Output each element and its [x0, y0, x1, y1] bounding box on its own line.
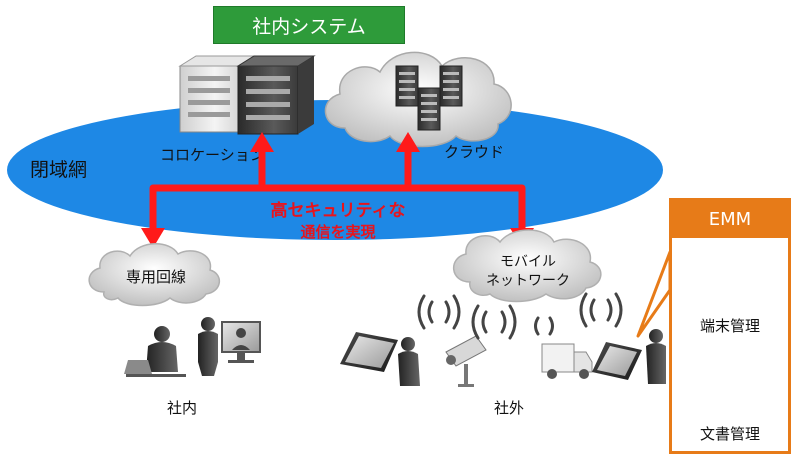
dedicated-line-cloud	[88, 243, 220, 307]
closed-network-ellipse	[7, 100, 663, 240]
office-workers-icon	[124, 317, 261, 377]
cloud-label: クラウド	[444, 143, 504, 161]
cloud-server-icon	[395, 65, 463, 131]
colocation-server-icon	[178, 55, 316, 135]
emm-heading: EMM	[672, 201, 788, 238]
device-management-label: 端末管理	[699, 317, 760, 335]
mobile-network-cloud	[453, 229, 602, 303]
internal-label: 社内	[167, 399, 197, 417]
closed-network-label: 閉域網	[30, 159, 87, 181]
external-devices-icon	[340, 329, 666, 387]
wireless-signal-icons	[417, 292, 623, 340]
secure-connection-arrows	[149, 150, 526, 232]
dedicated-line-label: 専用回線	[126, 268, 186, 286]
mobile-network-line1: モバイル	[500, 254, 556, 270]
mobile-network-line2: ネットワーク	[486, 273, 570, 289]
external-label: 社外	[494, 399, 524, 417]
emm-panel: EMM 端末管理 文書管理	[669, 198, 791, 454]
secure-comm-line2: 通信を実現	[300, 223, 375, 241]
colocation-label: コロケーション	[160, 146, 265, 164]
secure-comm-line1: 高セキュリティな	[271, 200, 406, 221]
document-management-label: 文書管理	[699, 425, 760, 443]
internal-system-title: 社内システム	[213, 6, 405, 44]
emm-callout-pointer	[636, 250, 672, 338]
